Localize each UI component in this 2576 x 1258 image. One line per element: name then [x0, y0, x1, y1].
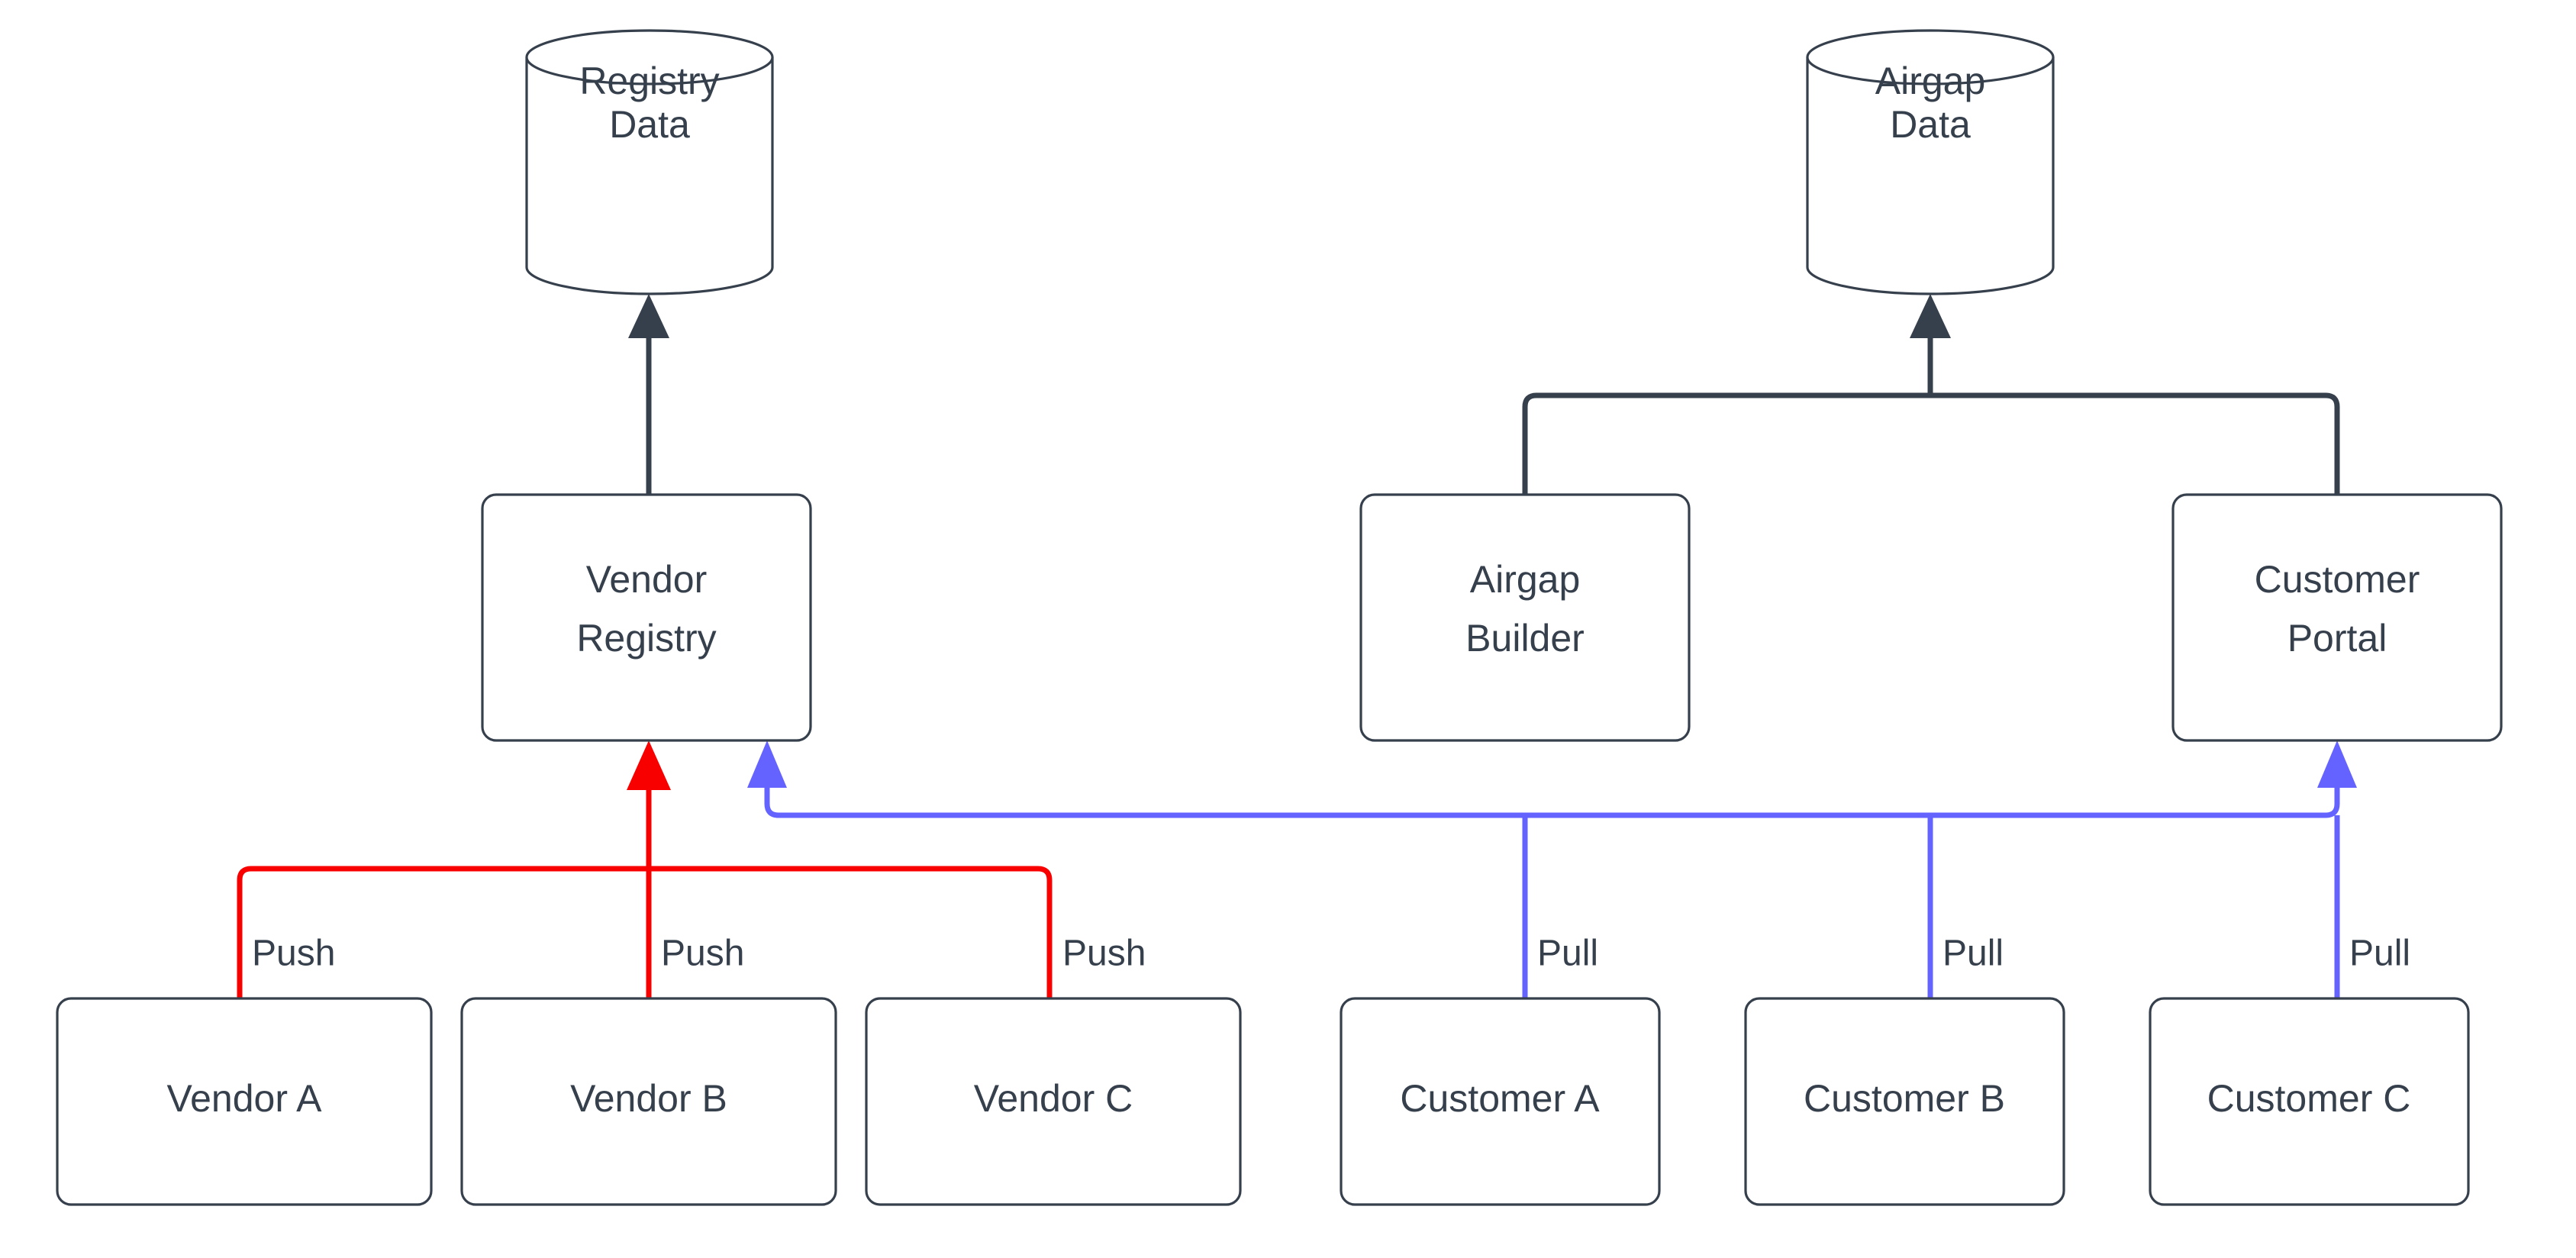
customer-a-label: Customer A: [1400, 1077, 1600, 1120]
customer-portal-box: [2171, 493, 2503, 742]
airgap-data-label-line2: Data: [1890, 103, 1971, 146]
node-customer-a[interactable]: Customer A: [1340, 997, 1661, 1206]
edge-label-push-a: Push: [252, 934, 335, 974]
registry-data-label-line2: Data: [609, 103, 690, 146]
airgap-data-cylinder-body: [1806, 57, 2055, 295]
node-vendor-a[interactable]: Vendor A: [56, 997, 433, 1206]
node-airgap-builder[interactable]: Airgap Builder: [1359, 493, 1691, 742]
airgap-builder-label-line2: Builder: [1465, 617, 1585, 660]
edge-group-dark: [628, 294, 2340, 495]
edge-group-pull: [747, 740, 2357, 998]
edge-label-push-b: Push: [661, 934, 744, 974]
arrowhead-customer-portal-pull: [2317, 740, 2357, 788]
vendor-registry-box: [481, 493, 812, 742]
edge-group-push: [237, 740, 1053, 998]
vendor-a-box: [56, 997, 433, 1206]
arrowhead-vendor-registry-pull: [747, 740, 787, 788]
customer-b-label: Customer B: [1804, 1077, 2005, 1120]
vendor-b-box: [460, 997, 837, 1206]
edge-label-group: Push Push Push Pull Pull Pull: [252, 934, 2410, 974]
edge-airgap-bus: [1522, 392, 2340, 495]
customer-b-box: [1744, 997, 2065, 1206]
airgap-builder-label-line1: Airgap: [1470, 558, 1581, 601]
vendor-registry-label-line2: Registry: [576, 617, 716, 660]
airgap-builder-box: [1359, 493, 1691, 742]
airgap-data-cylinder-top: [1806, 29, 2055, 85]
edge-label-push-c: Push: [1062, 934, 1146, 974]
arrowhead-registry-data: [628, 294, 669, 338]
edge-push-bus: [237, 866, 1053, 998]
registry-data-cylinder-body: [525, 57, 774, 295]
edge-pull-bus: [764, 763, 2340, 818]
node-vendor-c[interactable]: Vendor C: [865, 997, 1242, 1206]
node-customer-portal[interactable]: Customer Portal: [2171, 493, 2503, 742]
arrowhead-vendor-registry-push: [627, 740, 671, 790]
customer-portal-label-line2: Portal: [2287, 617, 2387, 660]
customer-portal-label-line1: Customer: [2255, 558, 2420, 601]
edge-label-pull-b: Pull: [1942, 934, 2004, 974]
node-vendor-b[interactable]: Vendor B: [460, 997, 837, 1206]
customer-c-label: Customer C: [2207, 1077, 2411, 1120]
vendor-c-box: [865, 997, 1242, 1206]
vendor-a-label: Vendor A: [167, 1077, 323, 1120]
node-vendor-registry[interactable]: Vendor Registry: [481, 493, 812, 742]
registry-data-cylinder-top: [525, 29, 774, 85]
edge-label-pull-a: Pull: [1537, 934, 1598, 974]
node-customer-c[interactable]: Customer C: [2149, 997, 2470, 1206]
vendor-c-label: Vendor C: [974, 1077, 1133, 1120]
vendor-registry-label-line1: Vendor: [586, 558, 707, 601]
customer-c-box: [2149, 997, 2470, 1206]
vendor-b-label: Vendor B: [570, 1077, 727, 1120]
node-customer-b[interactable]: Customer B: [1744, 997, 2065, 1206]
edge-label-pull-c: Pull: [2349, 934, 2410, 974]
node-airgap-data[interactable]: Airgap Data: [1806, 29, 2055, 295]
airgap-data-label-line1: Airgap: [1875, 60, 1986, 102]
customer-a-box: [1340, 997, 1661, 1206]
node-registry-data[interactable]: Registry Data: [525, 29, 774, 295]
registry-data-label-line1: Registry: [579, 60, 719, 102]
arrowhead-airgap-data: [1910, 294, 1951, 338]
